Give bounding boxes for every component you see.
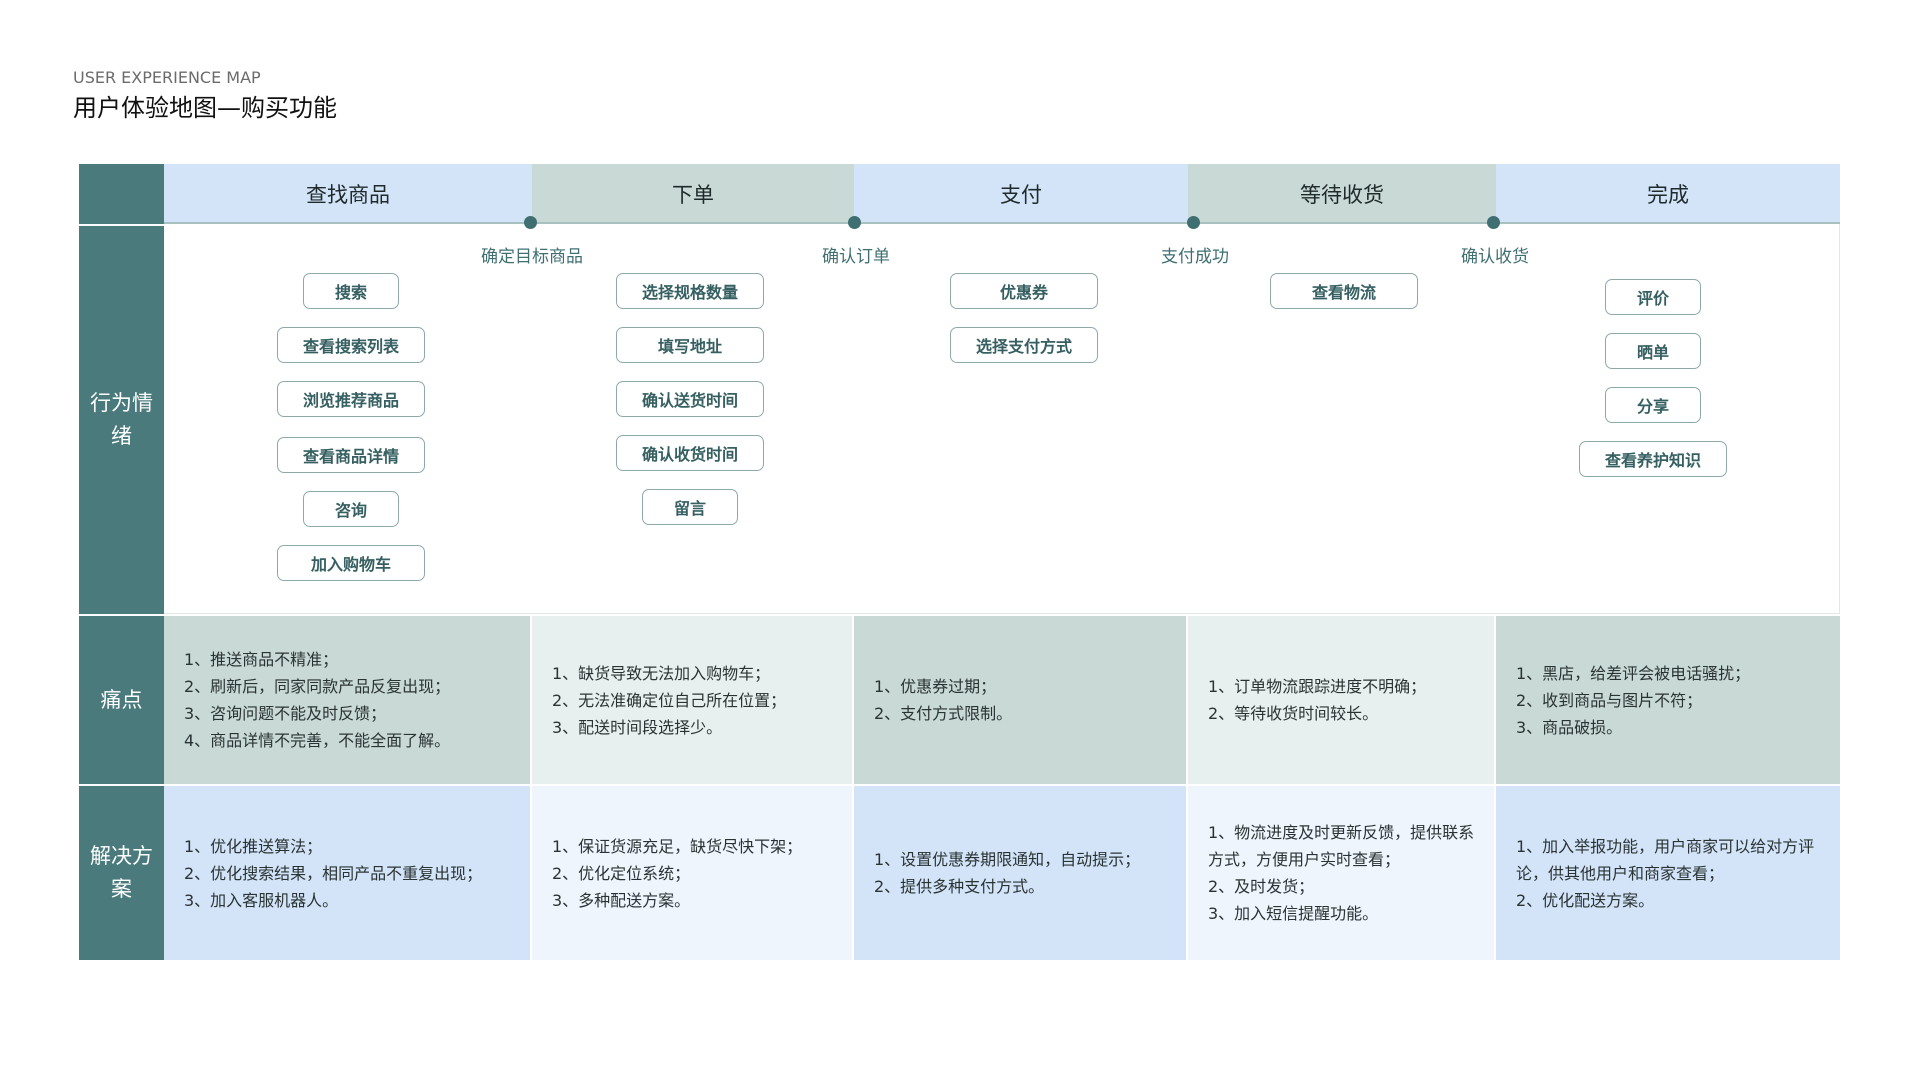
solution-cell-order: 1、保证货源充足，缺货尽快下架； 2、优化定位系统； 3、多种配送方案。 — [532, 786, 854, 960]
corner-cell — [79, 164, 164, 224]
row-label-pain-text: 痛点 — [100, 687, 143, 712]
solution-text: 1、加入举报功能，用户商家可以给对方评论，供其他用户和商家查看； 2、优化配送方… — [1516, 836, 1815, 910]
solution-cell-pay: 1、设置优惠券期限通知，自动提示； 2、提供多种支付方式。 — [854, 786, 1188, 960]
action-chip: 分享 — [1605, 387, 1701, 423]
action-chip: 查看物流 — [1270, 273, 1418, 309]
solution-text: 1、保证货源充足，缺货尽快下架； 2、优化定位系统； 3、多种配送方案。 — [552, 836, 803, 910]
pain-cell-order: 1、缺货导致无法加入购物车； 2、无法准确定位自己所在位置； 3、配送时间段选择… — [532, 616, 854, 784]
action-chip: 留言 — [642, 489, 738, 525]
action-chip: 查看养护知识 — [1579, 441, 1727, 477]
page-title: 用户体验地图—购买功能 — [73, 94, 337, 122]
milestone-label: 确认订单 — [822, 247, 890, 267]
milestone-dot — [848, 216, 861, 229]
pain-cell-pay: 1、优惠券过期； 2、支付方式限制。 — [854, 616, 1188, 784]
action-chip: 搜索 — [303, 273, 399, 309]
solution-cell-done: 1、加入举报功能，用户商家可以给对方评论，供其他用户和商家查看； 2、优化配送方… — [1496, 786, 1840, 960]
page-subtitle: USER EXPERIENCE MAP — [73, 68, 261, 87]
action-chip: 评价 — [1605, 279, 1701, 315]
solution-cell-find: 1、优化推送算法； 2、优化搜索结果，相同产品不重复出现； 3、加入客服机器人。 — [164, 786, 532, 960]
row-label-behavior-text: 行为情绪 — [90, 391, 153, 448]
action-chip: 优惠券 — [950, 273, 1098, 309]
label-separator — [79, 784, 164, 786]
row-label-solution-text: 解决方案 — [90, 844, 153, 901]
stage-header-label: 等待收货 — [1300, 183, 1384, 207]
stage-header-order: 下单 — [532, 164, 854, 224]
row-label-behavior: 行为情绪 — [79, 226, 164, 614]
solution-text: 1、物流进度及时更新反馈，提供联系方式，方便用户实时查看； 2、及时发货； 3、… — [1208, 823, 1475, 923]
pain-cell-wait: 1、订单物流跟踪进度不明确； 2、等待收货时间较长。 — [1188, 616, 1496, 784]
milestone-dot — [524, 216, 537, 229]
stage-header-find: 查找商品 — [164, 164, 532, 224]
stage-header-label: 查找商品 — [306, 183, 390, 207]
solution-text: 1、设置优惠券期限通知，自动提示； 2、提供多种支付方式。 — [874, 850, 1141, 896]
pain-cell-done: 1、黑店，给差评会被电话骚扰； 2、收到商品与图片不符； 3、商品破损。 — [1496, 616, 1840, 784]
action-chip: 加入购物车 — [277, 545, 425, 581]
action-chip: 选择规格数量 — [616, 273, 764, 309]
action-chip: 填写地址 — [616, 327, 764, 363]
milestone-label: 确认收货 — [1461, 247, 1529, 267]
action-chip: 选择支付方式 — [950, 327, 1098, 363]
label-separator — [79, 614, 164, 616]
pain-text: 1、订单物流跟踪进度不明确； 2、等待收货时间较长。 — [1208, 677, 1427, 723]
stage-header-pay: 支付 — [854, 164, 1188, 224]
action-chip: 查看搜索列表 — [277, 327, 425, 363]
action-chip: 晒单 — [1605, 333, 1701, 369]
milestone-dot — [1487, 216, 1500, 229]
row-label-solution: 解决方案 — [79, 786, 164, 960]
stage-header-done: 完成 — [1496, 164, 1840, 224]
pain-text: 1、缺货导致无法加入购物车； 2、无法准确定位自己所在位置； 3、配送时间段选择… — [552, 663, 787, 737]
action-chip: 确认送货时间 — [616, 381, 764, 417]
milestone-label: 支付成功 — [1161, 247, 1229, 267]
action-chip: 确认收货时间 — [616, 435, 764, 471]
action-chip: 查看商品详情 — [277, 437, 425, 473]
stage-divider-line — [164, 222, 1840, 224]
milestone-label: 确定目标商品 — [481, 247, 583, 267]
solution-cell-wait: 1、物流进度及时更新反馈，提供联系方式，方便用户实时查看； 2、及时发货； 3、… — [1188, 786, 1496, 960]
label-separator — [79, 224, 164, 226]
pain-text: 1、黑店，给差评会被电话骚扰； 2、收到商品与图片不符； 3、商品破损。 — [1516, 663, 1751, 737]
stage-header-label: 支付 — [1000, 183, 1042, 207]
pain-text: 1、优惠券过期； 2、支付方式限制。 — [874, 677, 1013, 723]
action-chip: 浏览推荐商品 — [277, 381, 425, 417]
stage-header-wait: 等待收货 — [1188, 164, 1496, 224]
action-chip: 咨询 — [303, 491, 399, 527]
stage-header-label: 下单 — [672, 183, 714, 207]
pain-text: 1、推送商品不精准； 2、刷新后，同家同款产品反复出现； 3、咨询问题不能及时反… — [184, 650, 451, 750]
milestone-dot — [1187, 216, 1200, 229]
row-label-pain: 痛点 — [79, 616, 164, 784]
pain-cell-find: 1、推送商品不精准； 2、刷新后，同家同款产品反复出现； 3、咨询问题不能及时反… — [164, 616, 532, 784]
stage-header-label: 完成 — [1647, 183, 1689, 207]
solution-text: 1、优化推送算法； 2、优化搜索结果，相同产品不重复出现； 3、加入客服机器人。 — [184, 836, 483, 910]
